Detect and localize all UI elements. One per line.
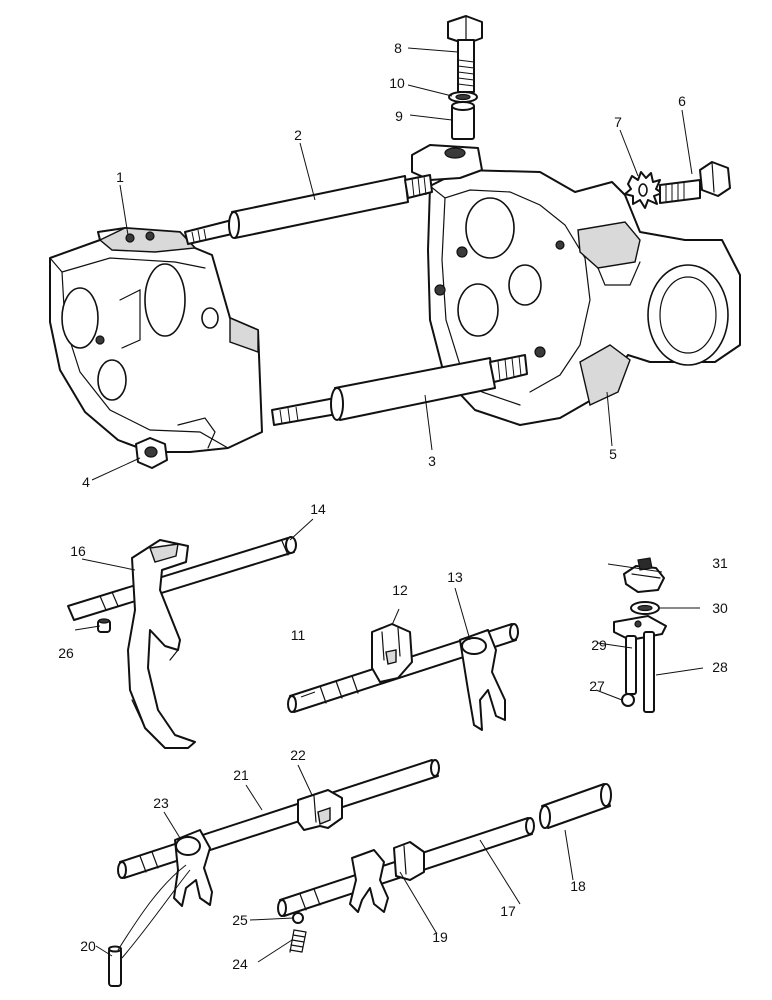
- guide-part-28: [613, 615, 667, 713]
- callout-13: 13: [447, 569, 463, 585]
- hex-bolt-part-6: [659, 161, 731, 204]
- callout-29: 29: [591, 637, 607, 653]
- washer-part-30: [630, 601, 660, 615]
- assembly-path-lines: [117, 864, 191, 959]
- spring-part-24: [289, 929, 307, 953]
- callout-26: 26: [58, 645, 74, 661]
- star-washer-part-7: [624, 171, 663, 209]
- left-housing-part-1: [49, 227, 263, 453]
- callout-27: 27: [589, 678, 605, 694]
- callout-17: 17: [500, 903, 516, 919]
- fork-part-16: [127, 539, 196, 749]
- plunger-part-31: [623, 557, 665, 593]
- pin-part-29: [625, 635, 637, 695]
- callout-31: 31: [712, 555, 728, 571]
- callout-2: 2: [294, 127, 302, 143]
- fork-part-23: [173, 829, 213, 907]
- fork-part-13: [459, 629, 506, 731]
- callout-30: 30: [712, 600, 728, 616]
- callout-24: 24: [232, 956, 248, 972]
- shaft-part-3: [271, 354, 528, 426]
- callout-9: 9: [395, 108, 403, 124]
- shift-rod-part-21: [117, 759, 440, 879]
- shaft-part-2: [184, 174, 433, 245]
- callout-6: 6: [678, 93, 686, 109]
- callout-16: 16: [70, 543, 86, 559]
- callout-8: 8: [394, 40, 402, 56]
- bolt-part-8: [447, 15, 483, 93]
- callout-18: 18: [570, 878, 586, 894]
- callout-28: 28: [712, 659, 728, 675]
- ball-part-27: [621, 693, 635, 707]
- callout-11: 11: [291, 627, 306, 643]
- selector-part-22: [297, 789, 343, 831]
- callout-25: 25: [232, 912, 248, 928]
- pin-part-26: [97, 618, 111, 633]
- callout-1: 1: [116, 169, 124, 185]
- washer-part-10: [448, 91, 478, 103]
- leader-lines: [74, 47, 704, 963]
- ball-part-25: [292, 912, 304, 924]
- nut-part-4: [135, 437, 168, 469]
- callout-4: 4: [82, 474, 90, 490]
- sleeve-part-18: [539, 783, 612, 829]
- callout-5: 5: [609, 446, 617, 462]
- bracket-on-housing-5: [411, 144, 483, 181]
- callout-22: 22: [290, 747, 306, 763]
- callout-3: 3: [428, 453, 436, 469]
- selector-block-part-12: [371, 623, 413, 683]
- callout-14: 14: [310, 501, 326, 517]
- callout-10: 10: [389, 75, 405, 91]
- fork-part-19: [349, 841, 425, 913]
- sleeve-part-9: [451, 101, 475, 140]
- callout-12: 12: [392, 582, 408, 598]
- roll-pin-part-20: [108, 945, 122, 987]
- callout-7: 7: [614, 114, 622, 130]
- callout-20: 20: [80, 938, 96, 954]
- callout-21: 21: [233, 767, 249, 783]
- callout-labels: 1 2 3 4 5 6 7 8 9 10 11 12 13 14 16 17 1…: [58, 40, 728, 972]
- shift-rod-part-14: [67, 536, 297, 621]
- callout-19: 19: [432, 929, 448, 945]
- callout-23: 23: [153, 795, 169, 811]
